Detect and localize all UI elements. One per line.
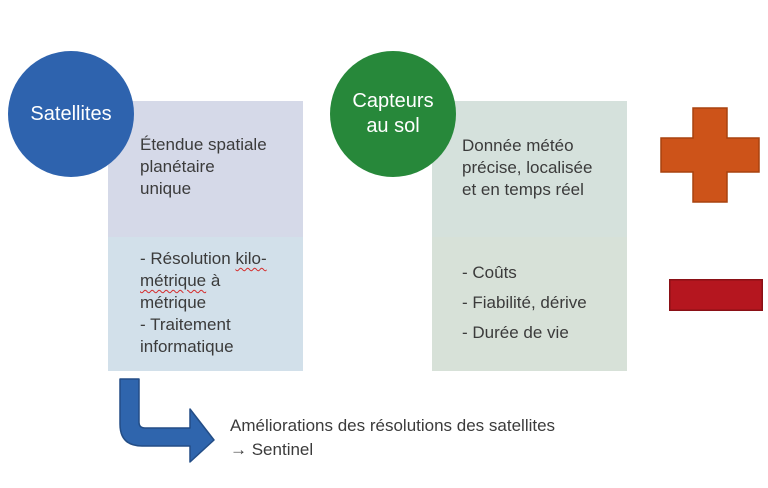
satellites-cons-line2-suffix: à xyxy=(206,271,221,290)
satellites-panel xyxy=(108,101,303,371)
satellites-cons-line2-word: métrique xyxy=(140,271,207,290)
capteurs-cons-list: - Coûts - Fiabilité, dérive - Durée de v… xyxy=(462,262,587,352)
satellites-circle: Satellites xyxy=(8,51,134,177)
list-item: - Coûts xyxy=(462,263,517,282)
satellites-title: Satellites xyxy=(30,102,112,125)
list-item: - Durée de vie xyxy=(462,323,569,342)
satellites-cons-line5: informatique xyxy=(140,337,234,356)
satellites-cons-line1-prefix: - Résolution xyxy=(140,249,236,268)
capteurs-title: Capteurs au sol xyxy=(352,90,434,137)
capteurs-cons-box xyxy=(432,237,627,371)
satellites-cons-line4: - Traitement xyxy=(140,315,231,334)
satellites-cons-line1-word: kilo- xyxy=(235,249,267,268)
satellites-pros-box xyxy=(108,101,303,237)
resolution-note-line2: → Sentinel xyxy=(230,440,314,459)
resolution-note: Améliorations des résolutions des satell… xyxy=(230,414,555,462)
plus-icon xyxy=(660,107,760,203)
resolution-note-line1: Améliorations des résolutions des satell… xyxy=(230,416,556,435)
capteurs-pros-text: Donnée météo précise, localisée et en te… xyxy=(462,136,593,199)
satellites-cons-box xyxy=(108,237,303,371)
capteurs-circle: Capteurs au sol xyxy=(330,51,456,177)
satellites-pros-text: Étendue spatiale planétaire unique xyxy=(140,135,267,198)
satellites-cons-line3: métrique xyxy=(140,293,207,312)
list-item: - Fiabilité, dérive xyxy=(462,293,587,312)
bent-arrow-icon xyxy=(119,378,215,463)
satellites-cons-text: - Résolution kilo- métrique à métrique -… xyxy=(140,248,267,358)
capteurs-panel xyxy=(432,101,627,371)
minus-icon xyxy=(669,279,763,311)
capteurs-pros-box xyxy=(432,101,627,237)
